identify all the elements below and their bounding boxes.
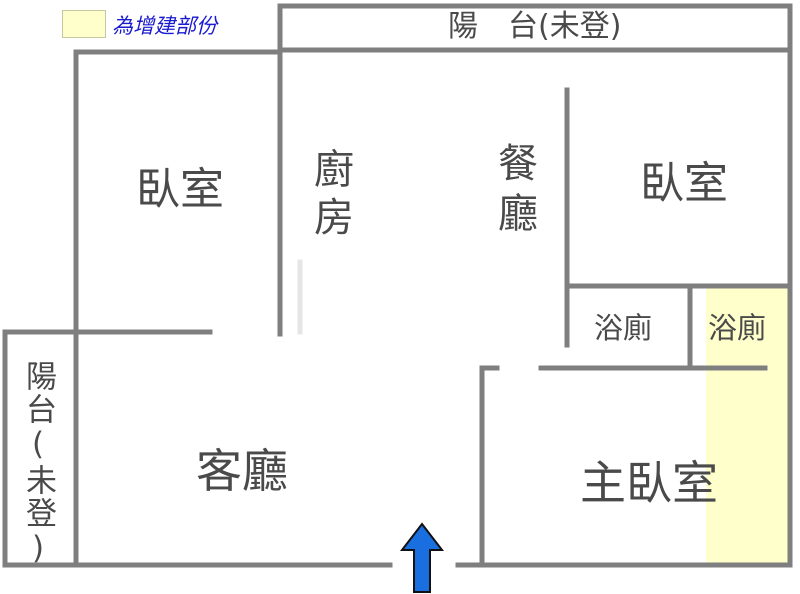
bath-1-label: 浴廁 — [594, 311, 653, 345]
extension-area — [706, 286, 790, 564]
bedroom-right-label: 臥室 — [640, 158, 728, 209]
legend-swatch — [62, 10, 106, 38]
arrow-up-icon — [399, 522, 445, 593]
walls — [2, 3, 793, 568]
balcony-left-label: 陽台(未登) — [20, 360, 56, 568]
master-bedroom-label: 主臥室 — [580, 456, 718, 510]
legend-text: 為增建部份 — [112, 14, 217, 38]
kitchen-label: 廚房 — [307, 148, 353, 244]
living-room-label: 客廳 — [196, 444, 288, 498]
bath-2-label: 浴廁 — [708, 311, 767, 345]
bedroom-left-label: 臥室 — [136, 164, 224, 215]
dining-label: 餐廳 — [491, 142, 537, 242]
balcony-top-label: 陽 台(未登) — [448, 9, 622, 44]
